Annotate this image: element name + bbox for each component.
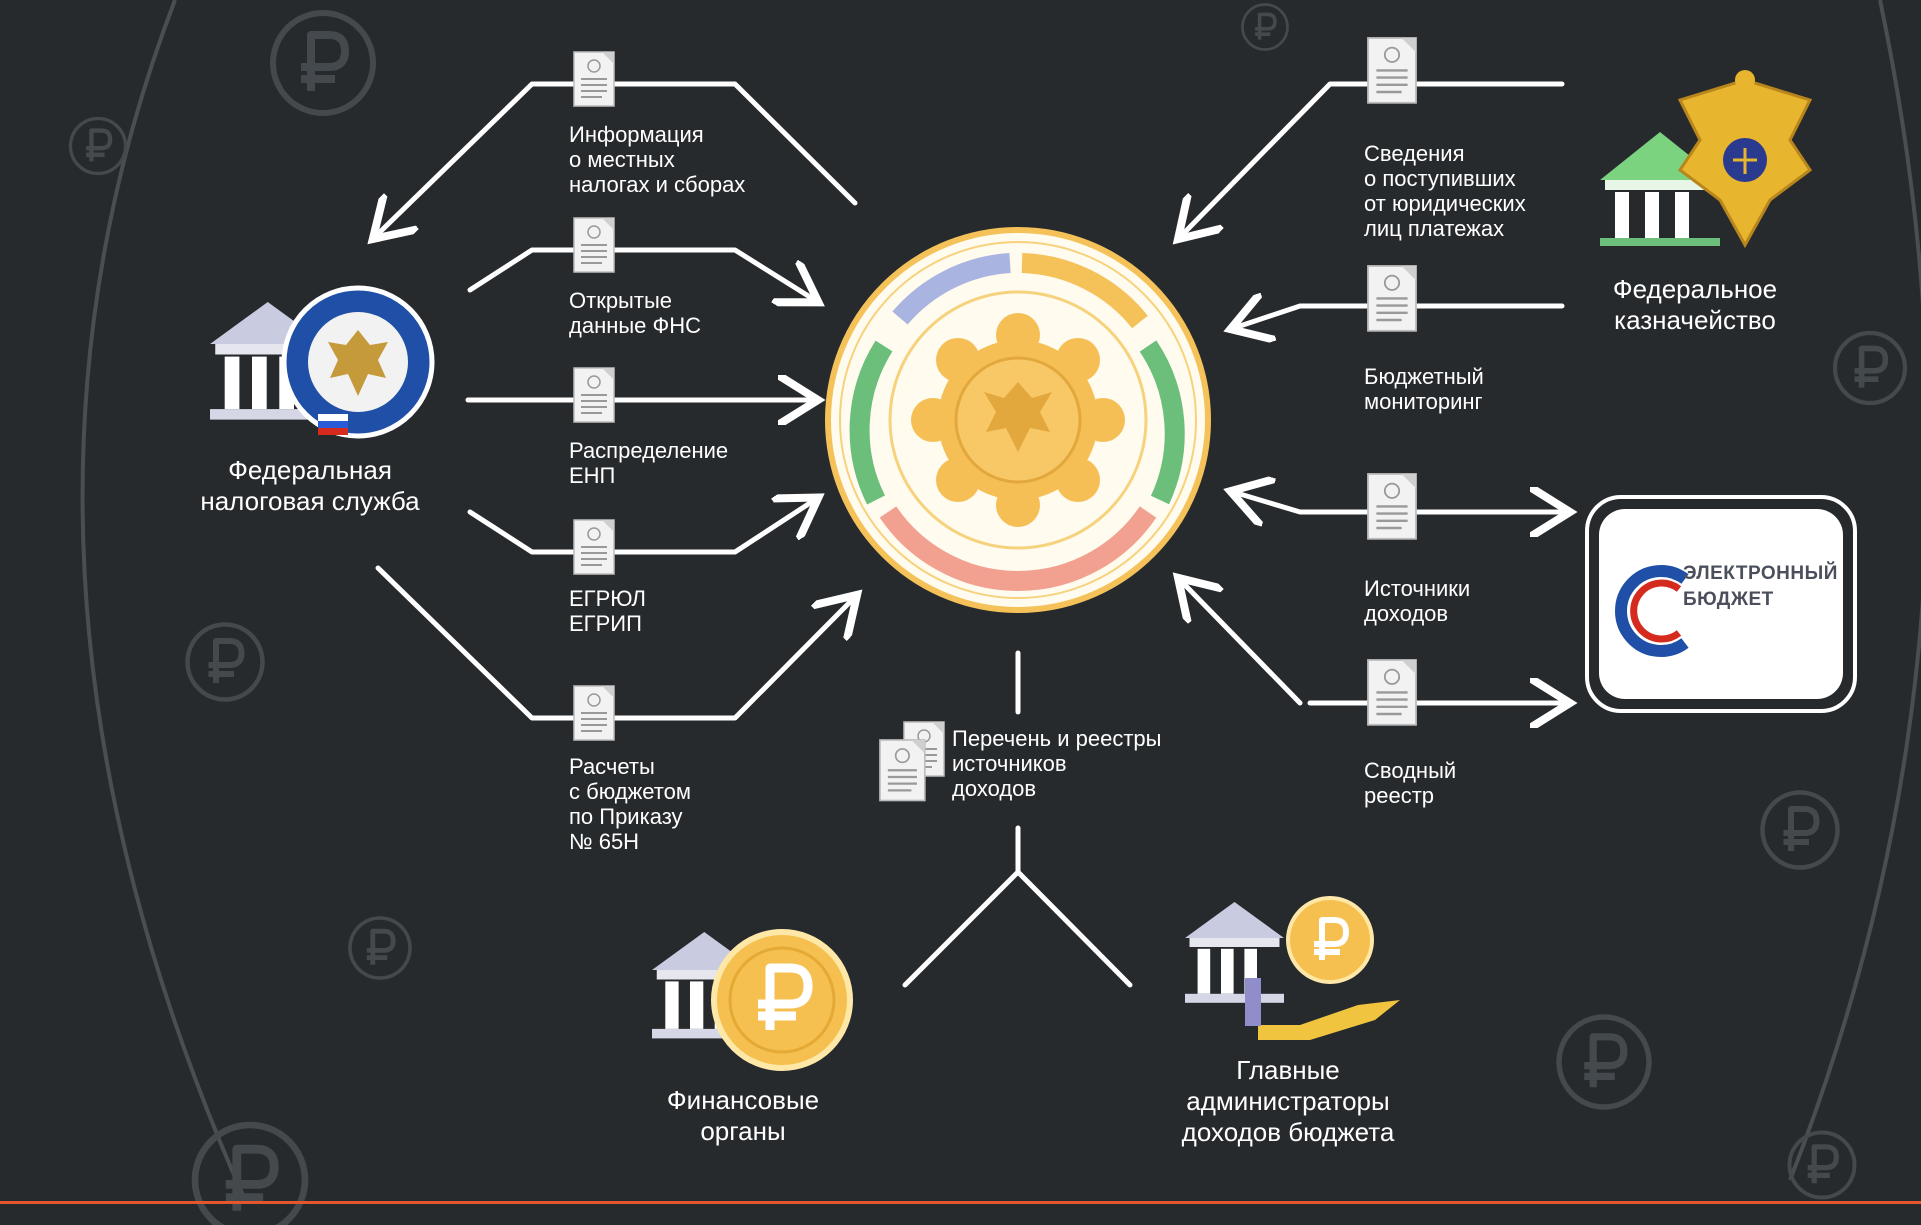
decorative-arc-left [80,0,247,1201]
admins-building-icon [1185,896,1400,1040]
ring-segment-green-right [1139,340,1185,505]
line-to-admins [1015,869,1133,988]
finance-building-icon [652,929,853,1071]
org-label-admins: Главные администраторы доходов бюджета [1181,1055,1395,1147]
electronic-budget-text: ЭЛЕКТРОННЫЙ БЮДЖЕТ [1683,563,1838,610]
flow-label-sources: Источники доходов [1364,576,1471,626]
ring-segment-green-left [849,340,893,505]
flow-lines-right [1185,81,1565,706]
arrow-open-data [467,247,810,297]
flow-label-monitoring: Бюджетный мониторинг [1364,364,1484,414]
flow-label-payments: Сведения о поступивших от юридических ли… [1364,141,1526,241]
flow-lines-bottom [902,650,1133,988]
arrow-settlements [375,565,850,721]
hand-icon [1258,1000,1400,1040]
electronic-budget-c-icon [1615,565,1689,657]
arrow-payments [1185,81,1565,232]
fns-building-icon [210,285,435,439]
flow-label-registry: Сводный реестр [1364,758,1457,808]
flow-lines-left [375,81,858,721]
ring-segment-blue [892,253,1011,325]
flow-label-sources-list: Перечень и реестры источников доходов [952,726,1162,801]
ring-segment-red [879,506,1157,591]
arrow-sources-left [1240,494,1313,512]
decorative-arc-right [1788,0,1921,1181]
eagle-icon [984,382,1052,452]
ruble-coin-icon [1286,896,1374,984]
arrow-local-taxes [380,81,858,232]
electronic-budget-card: ЭЛЕКТРОННЫЙ БЮДЖЕТ [1585,495,1857,713]
electronic-budget-logo: ЭЛЕКТРОННЫЙ БЮДЖЕТ [1599,509,1843,699]
flow-label-egrul: ЕГРЮЛ ЕГРИП [569,586,646,636]
central-hub [825,227,1211,613]
bottom-accent-rule [0,1201,1921,1204]
flow-label-open-data: Открытые данные ФНС [569,288,702,338]
org-label-finance: Финансовые органы [666,1085,820,1146]
arrow-registry-left [1185,585,1303,706]
flow-label-enp: Распределение ЕНП [569,438,729,488]
flow-label-local-taxes: Информация о местных налогах и сборах [569,122,746,197]
org-label-treasury: Федеральное казначейство [1612,274,1778,335]
arrow-monitoring [1240,306,1565,326]
ring-segment-gold [1021,253,1148,329]
line-to-finance [902,825,1021,988]
treasury-building-icon [1600,70,1813,249]
org-label-fns: Федеральная налоговая служба [200,455,420,516]
flow-label-settlements: Расчеты с бюджетом по Приказу № 65Н [569,754,691,854]
double-eagle-icon [1677,70,1813,249]
arrow-egrul [467,503,810,555]
